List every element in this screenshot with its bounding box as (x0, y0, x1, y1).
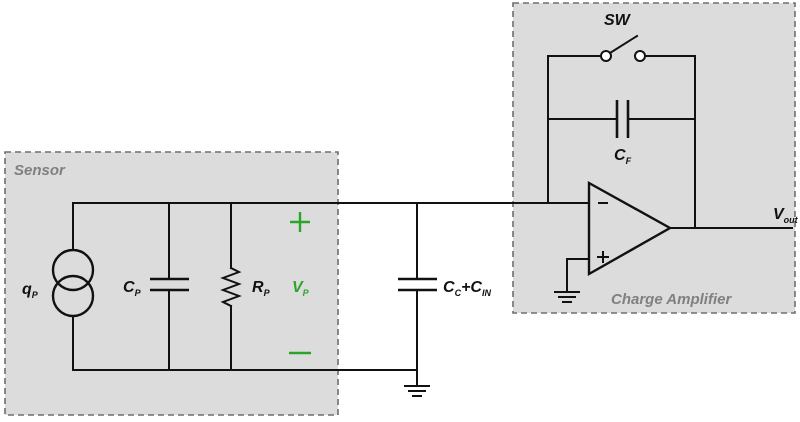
current-source (51, 202, 95, 371)
charge-amplifier-box (512, 2, 796, 314)
sensor-capacitor (150, 202, 189, 371)
feedback-capacitor (547, 100, 696, 138)
vp-plus-sign (290, 212, 310, 232)
reset-switch (547, 34, 696, 62)
cf-label: CF (614, 147, 632, 166)
ground-symbol-main (404, 385, 430, 397)
cable-input-capacitor (398, 202, 437, 386)
source-label: qP (22, 281, 39, 300)
rp-label: RP (252, 279, 271, 298)
cc-cin-label: CC+CIN (443, 279, 491, 298)
cp-label: CP (123, 279, 142, 298)
sensor-resistor (220, 202, 242, 371)
sensor-box (4, 151, 339, 416)
vout-label: Vout (773, 206, 799, 225)
charge-amplifier-label: Charge Amplifier (611, 291, 732, 308)
sensor-label: Sensor (14, 162, 66, 179)
op-amp (547, 180, 673, 292)
sw-label: SW (604, 12, 632, 29)
ground-symbol-amplifier (554, 291, 580, 303)
vp-label: VP (292, 279, 310, 298)
